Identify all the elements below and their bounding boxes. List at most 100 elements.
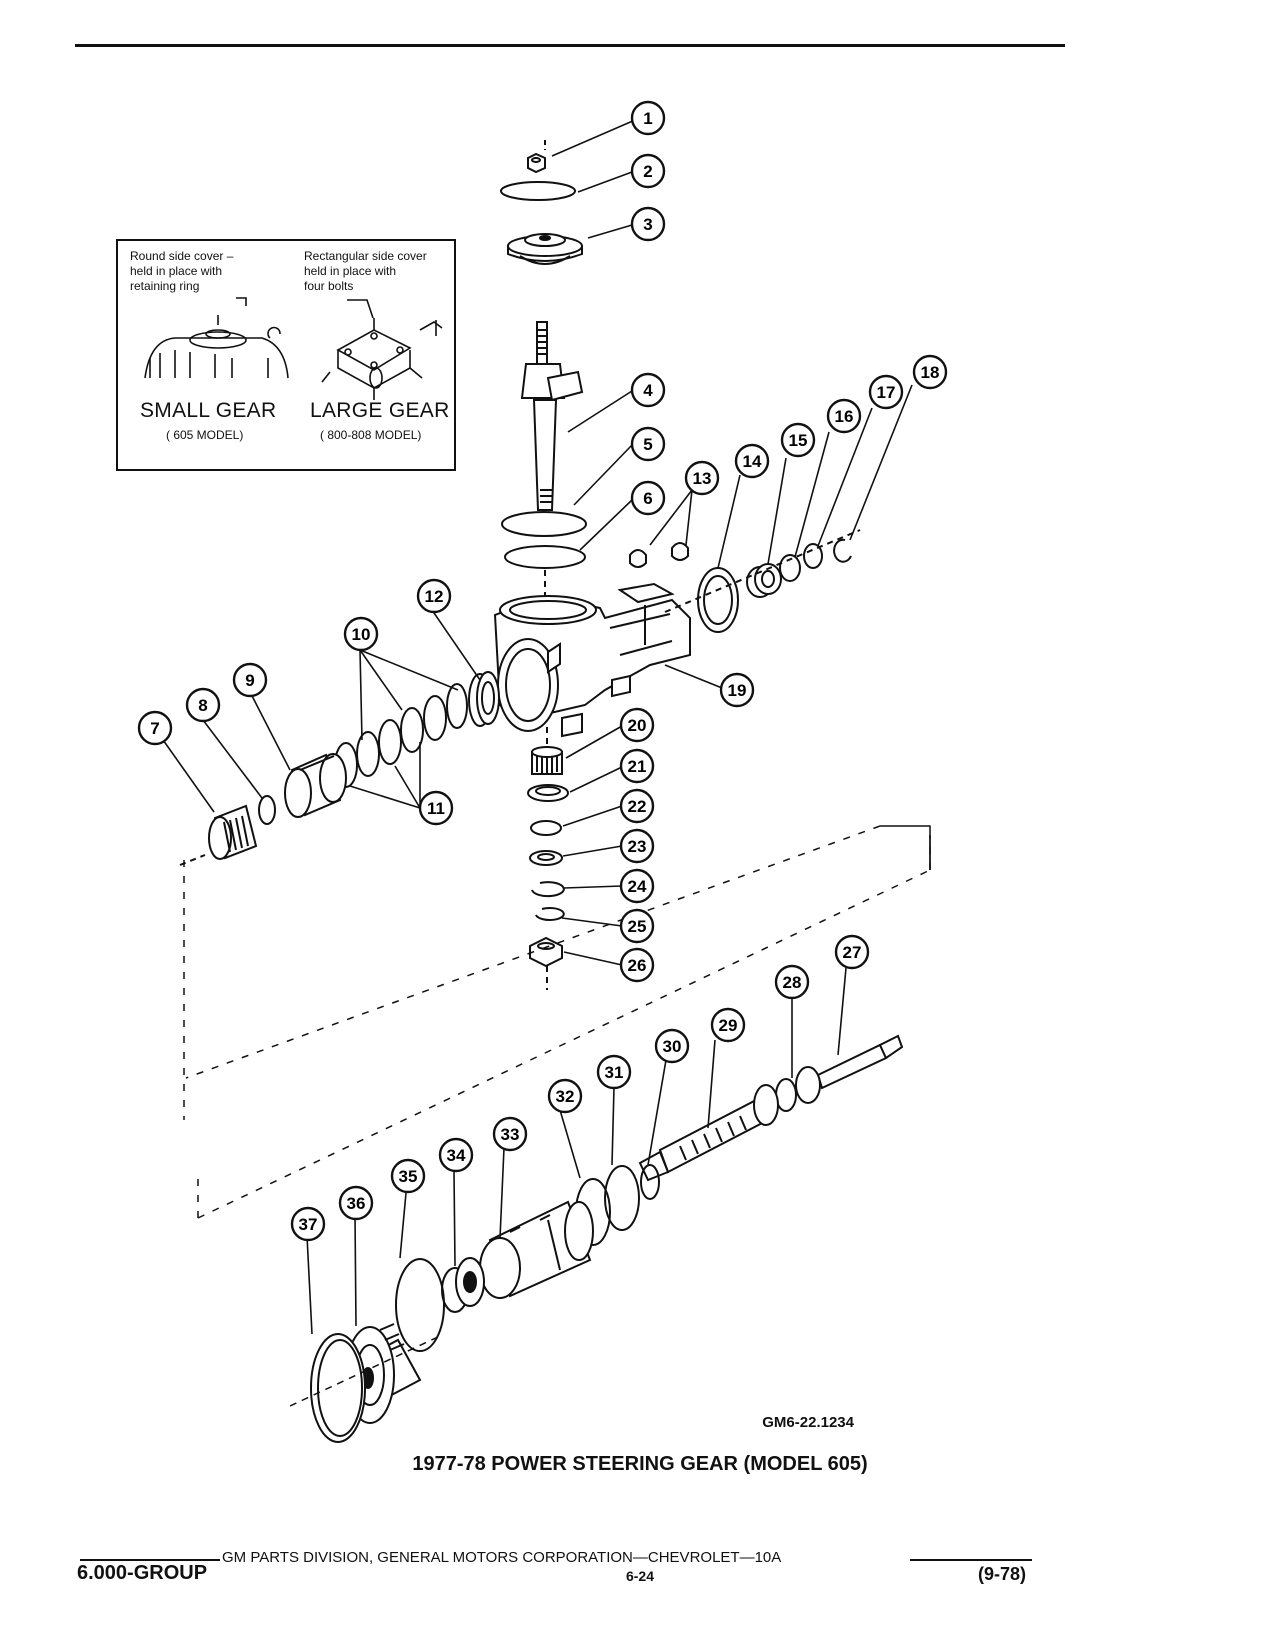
callout-circle bbox=[619, 868, 655, 904]
callouts: 1234567891011121314151617181920212223242… bbox=[137, 100, 948, 1242]
rack-piston-part-33 bbox=[479, 1200, 594, 1299]
callout-number: 34 bbox=[447, 1146, 466, 1165]
callout-17: 17 bbox=[868, 374, 904, 410]
callout-number: 18 bbox=[921, 363, 940, 382]
nut-part-26 bbox=[529, 936, 563, 968]
callout-number: 5 bbox=[643, 435, 652, 454]
callout-number: 15 bbox=[789, 431, 808, 450]
large-gear-sketch bbox=[321, 318, 443, 400]
callout-number: 36 bbox=[347, 1194, 366, 1213]
callout-number: 30 bbox=[663, 1037, 682, 1056]
callout-number: 4 bbox=[643, 381, 653, 400]
callout-6: 6 bbox=[630, 480, 666, 516]
seal-part-14 bbox=[697, 567, 739, 633]
callout-number: 8 bbox=[198, 696, 207, 715]
callout-8: 8 bbox=[185, 687, 221, 723]
callout-circle bbox=[868, 374, 904, 410]
callout-number: 19 bbox=[728, 681, 747, 700]
worm-shaft-part-27 bbox=[795, 1034, 904, 1104]
callout-circle bbox=[619, 707, 655, 743]
leader-lines bbox=[155, 119, 913, 1335]
footer-publisher: GM PARTS DIVISION, GENERAL MOTORS CORPOR… bbox=[222, 1549, 782, 1566]
callout-23: 23 bbox=[619, 828, 655, 864]
alignment-lines bbox=[183, 825, 931, 1219]
callout-circle bbox=[630, 480, 666, 516]
inset-drawings bbox=[144, 297, 443, 400]
top-rule bbox=[75, 44, 1065, 47]
callout-4: 4 bbox=[630, 372, 666, 408]
washer-part-16 bbox=[779, 554, 801, 582]
callout-9: 9 bbox=[232, 662, 268, 698]
callout-33: 33 bbox=[492, 1116, 528, 1152]
ring-part-31 bbox=[604, 1165, 640, 1231]
callout-11: 11 bbox=[418, 790, 454, 826]
sector-shaft-part-4 bbox=[520, 321, 584, 511]
o-ring-part-35 bbox=[395, 1258, 445, 1352]
callout-number: 12 bbox=[425, 587, 444, 606]
callout-16: 16 bbox=[826, 398, 862, 434]
callout-20: 20 bbox=[619, 707, 655, 743]
side-cover-part-3 bbox=[507, 233, 583, 265]
callout-circle bbox=[826, 398, 862, 434]
footer-page-number: 6-24 bbox=[625, 1568, 655, 1584]
small-gear-sketch bbox=[144, 315, 289, 379]
callout-circle bbox=[834, 934, 870, 970]
callout-number: 31 bbox=[605, 1063, 624, 1082]
callout-number: 14 bbox=[743, 452, 762, 471]
callout-12: 12 bbox=[416, 578, 452, 614]
callout-number: 25 bbox=[628, 917, 647, 936]
callout-21: 21 bbox=[619, 748, 655, 784]
callout-circle bbox=[232, 662, 268, 698]
inset-box: Round side cover – held in place with re… bbox=[116, 239, 456, 471]
gear-housing-part-19 bbox=[493, 582, 691, 738]
callout-25: 25 bbox=[619, 908, 655, 944]
inset-right-caption: Rectangular side cover held in place wit… bbox=[304, 249, 427, 293]
callout-29: 29 bbox=[710, 1007, 746, 1043]
callout-37: 37 bbox=[290, 1206, 326, 1242]
callout-circle bbox=[912, 354, 948, 390]
callout-27: 27 bbox=[834, 934, 870, 970]
callout-circle bbox=[734, 443, 770, 479]
callout-circle bbox=[438, 1137, 474, 1173]
callout-number: 24 bbox=[628, 877, 647, 896]
callout-circle bbox=[630, 206, 666, 242]
callout-circle bbox=[619, 748, 655, 784]
plugs-part-13 bbox=[629, 542, 689, 568]
callout-circle bbox=[547, 1078, 583, 1114]
callout-number: 16 bbox=[835, 407, 854, 426]
callout-number: 28 bbox=[783, 973, 802, 992]
snap-ring-part-24 bbox=[531, 881, 565, 898]
callout-circle bbox=[338, 1185, 374, 1221]
callout-34: 34 bbox=[438, 1137, 474, 1173]
callout-19: 19 bbox=[719, 672, 755, 708]
callout-number: 35 bbox=[399, 1167, 418, 1186]
retaining-ring-part-37 bbox=[310, 1333, 366, 1443]
callout-circle bbox=[619, 908, 655, 944]
callout-circle bbox=[684, 460, 720, 496]
callout-number: 17 bbox=[877, 383, 896, 402]
callout-15: 15 bbox=[780, 422, 816, 458]
bearing-part-12 bbox=[468, 671, 500, 727]
o-ring-part-6 bbox=[504, 545, 586, 569]
callout-number: 7 bbox=[150, 719, 159, 738]
callout-circle bbox=[137, 710, 173, 746]
callout-number: 11 bbox=[427, 799, 445, 818]
callout-circle bbox=[710, 1007, 746, 1043]
worm-gear-part-29 bbox=[638, 1084, 779, 1182]
snap-ring-part-25 bbox=[535, 906, 565, 921]
callout-circle bbox=[290, 1206, 326, 1242]
seal-part-17 bbox=[803, 543, 823, 569]
callout-26: 26 bbox=[619, 947, 655, 983]
callout-2: 2 bbox=[630, 153, 666, 189]
callout-number: 21 bbox=[628, 757, 647, 776]
callout-number: 23 bbox=[628, 837, 647, 856]
callout-circle bbox=[630, 153, 666, 189]
callout-circle bbox=[418, 790, 454, 826]
callout-18: 18 bbox=[912, 354, 948, 390]
seal-part-23 bbox=[529, 850, 563, 866]
callout-number: 10 bbox=[352, 625, 371, 644]
page-title: 1977-78 POWER STEERING GEAR (MODEL 605) bbox=[412, 1453, 868, 1475]
needle-bearing-part-7 bbox=[208, 804, 258, 860]
callout-circle bbox=[343, 616, 379, 652]
washer-part-22 bbox=[530, 820, 562, 836]
